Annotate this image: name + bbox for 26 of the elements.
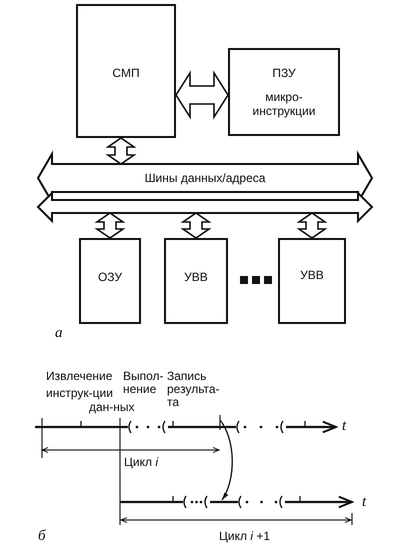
phase-label: инструк-ции xyxy=(46,387,113,400)
block-box xyxy=(164,238,228,324)
double-arrow xyxy=(175,70,229,120)
axis-label: t xyxy=(342,420,346,433)
block-box xyxy=(79,238,141,324)
block-label: ОЗУ xyxy=(96,270,124,284)
axis-label: t xyxy=(362,496,366,509)
phase-label: Запись результа-та xyxy=(167,370,221,409)
phase-label: дан-ных xyxy=(89,401,135,414)
block-label: ПЗУ xyxy=(271,66,297,80)
block-box xyxy=(278,238,346,324)
phase-label: Выпол-нение xyxy=(123,370,165,396)
block-label: СМП xyxy=(111,66,141,80)
block-box xyxy=(76,4,176,138)
block-label: УВВ xyxy=(299,268,325,282)
double-arrow xyxy=(180,212,212,239)
dimension-label: Цикл i xyxy=(124,456,158,469)
double-arrow xyxy=(94,212,126,239)
letter-label: б xyxy=(38,530,46,543)
double-arrow xyxy=(296,212,328,239)
dimension-label: Цикл i +1 xyxy=(219,530,270,543)
block-label: УВВ xyxy=(183,270,209,284)
block-box xyxy=(228,48,340,136)
phase-label: Извлечение xyxy=(46,370,112,383)
letter-label: а xyxy=(55,327,62,340)
block-description: микро-инструкции xyxy=(252,90,316,118)
